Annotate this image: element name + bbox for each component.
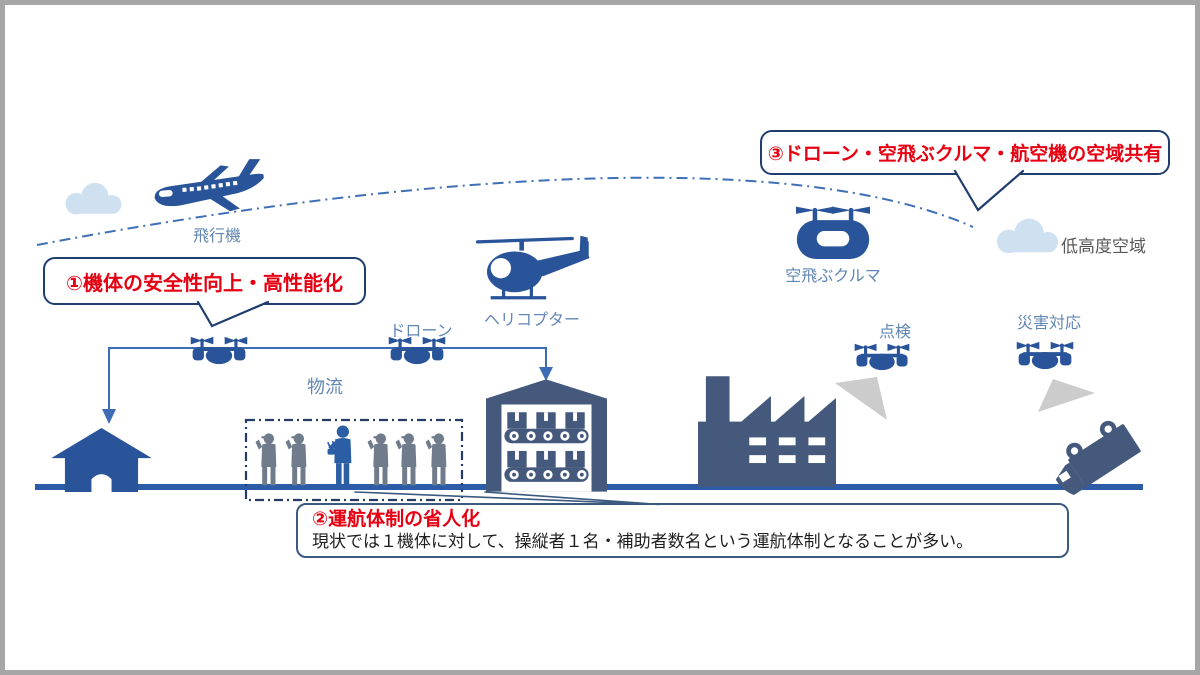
callout-operation-team-body: 現状では１機体に対して、操縦者１名・補助者数名という運航体制となることが多い。 [312,532,974,551]
drone-icon [1016,341,1074,370]
callout-operation-team-title: ②運航体制の省人化 [312,509,481,530]
drone-icon [854,343,910,371]
callout-airframe-safety: ①機体の安全性向上・高性能化 [43,257,366,305]
label-low-altitude-airspace: 低高度空域 [1061,237,1146,256]
label-logistics: 物流 [307,377,343,397]
callout-airspace-sharing: ③ドローン・空飛ぶクルマ・航空機の空域共有 [760,130,1170,175]
worker-icon [425,433,447,486]
warehouse-icon [486,379,607,492]
pilot-icon [327,425,352,486]
callout-airspace-sharing-text: ③ドローン・空飛ぶクルマ・航空機の空域共有 [767,144,1163,165]
label-drone: ドローン [389,323,453,340]
worker-icon [255,433,277,486]
callout3-tail [953,169,1025,212]
callout-airframe-safety-text: ①機体の安全性向上・高性能化 [66,272,343,295]
callout-operation-team: ②運航体制の省人化 現状では１機体に対して、操縦者１名・補助者数名という運航体制… [296,503,1069,558]
label-disaster-response: 災害対応 [1016,315,1082,332]
label-helicopter: ヘリコプター [483,312,581,329]
house-icon [51,428,152,492]
camera-view-cone [1038,379,1095,412]
cloud-icon [65,182,122,215]
label-flying-car: 空飛ぶクルマ [785,268,881,285]
airplane-icon [154,159,264,212]
factory-icon [698,376,836,487]
overturned-truck-icon [1055,420,1141,496]
cloud-icon [996,218,1059,254]
worker-icon [395,433,417,486]
camera-view-cone [835,377,887,420]
worker-icon [367,433,389,486]
drone-icon [190,336,248,365]
arrowhead-down [102,409,116,424]
label-airplane: 飛行機 [192,228,242,245]
flying-car-icon [795,206,871,259]
callout1-tail [196,300,270,328]
label-inspection: 点検 [878,324,912,341]
worker-icon [285,433,307,486]
helicopter-icon [475,235,590,300]
